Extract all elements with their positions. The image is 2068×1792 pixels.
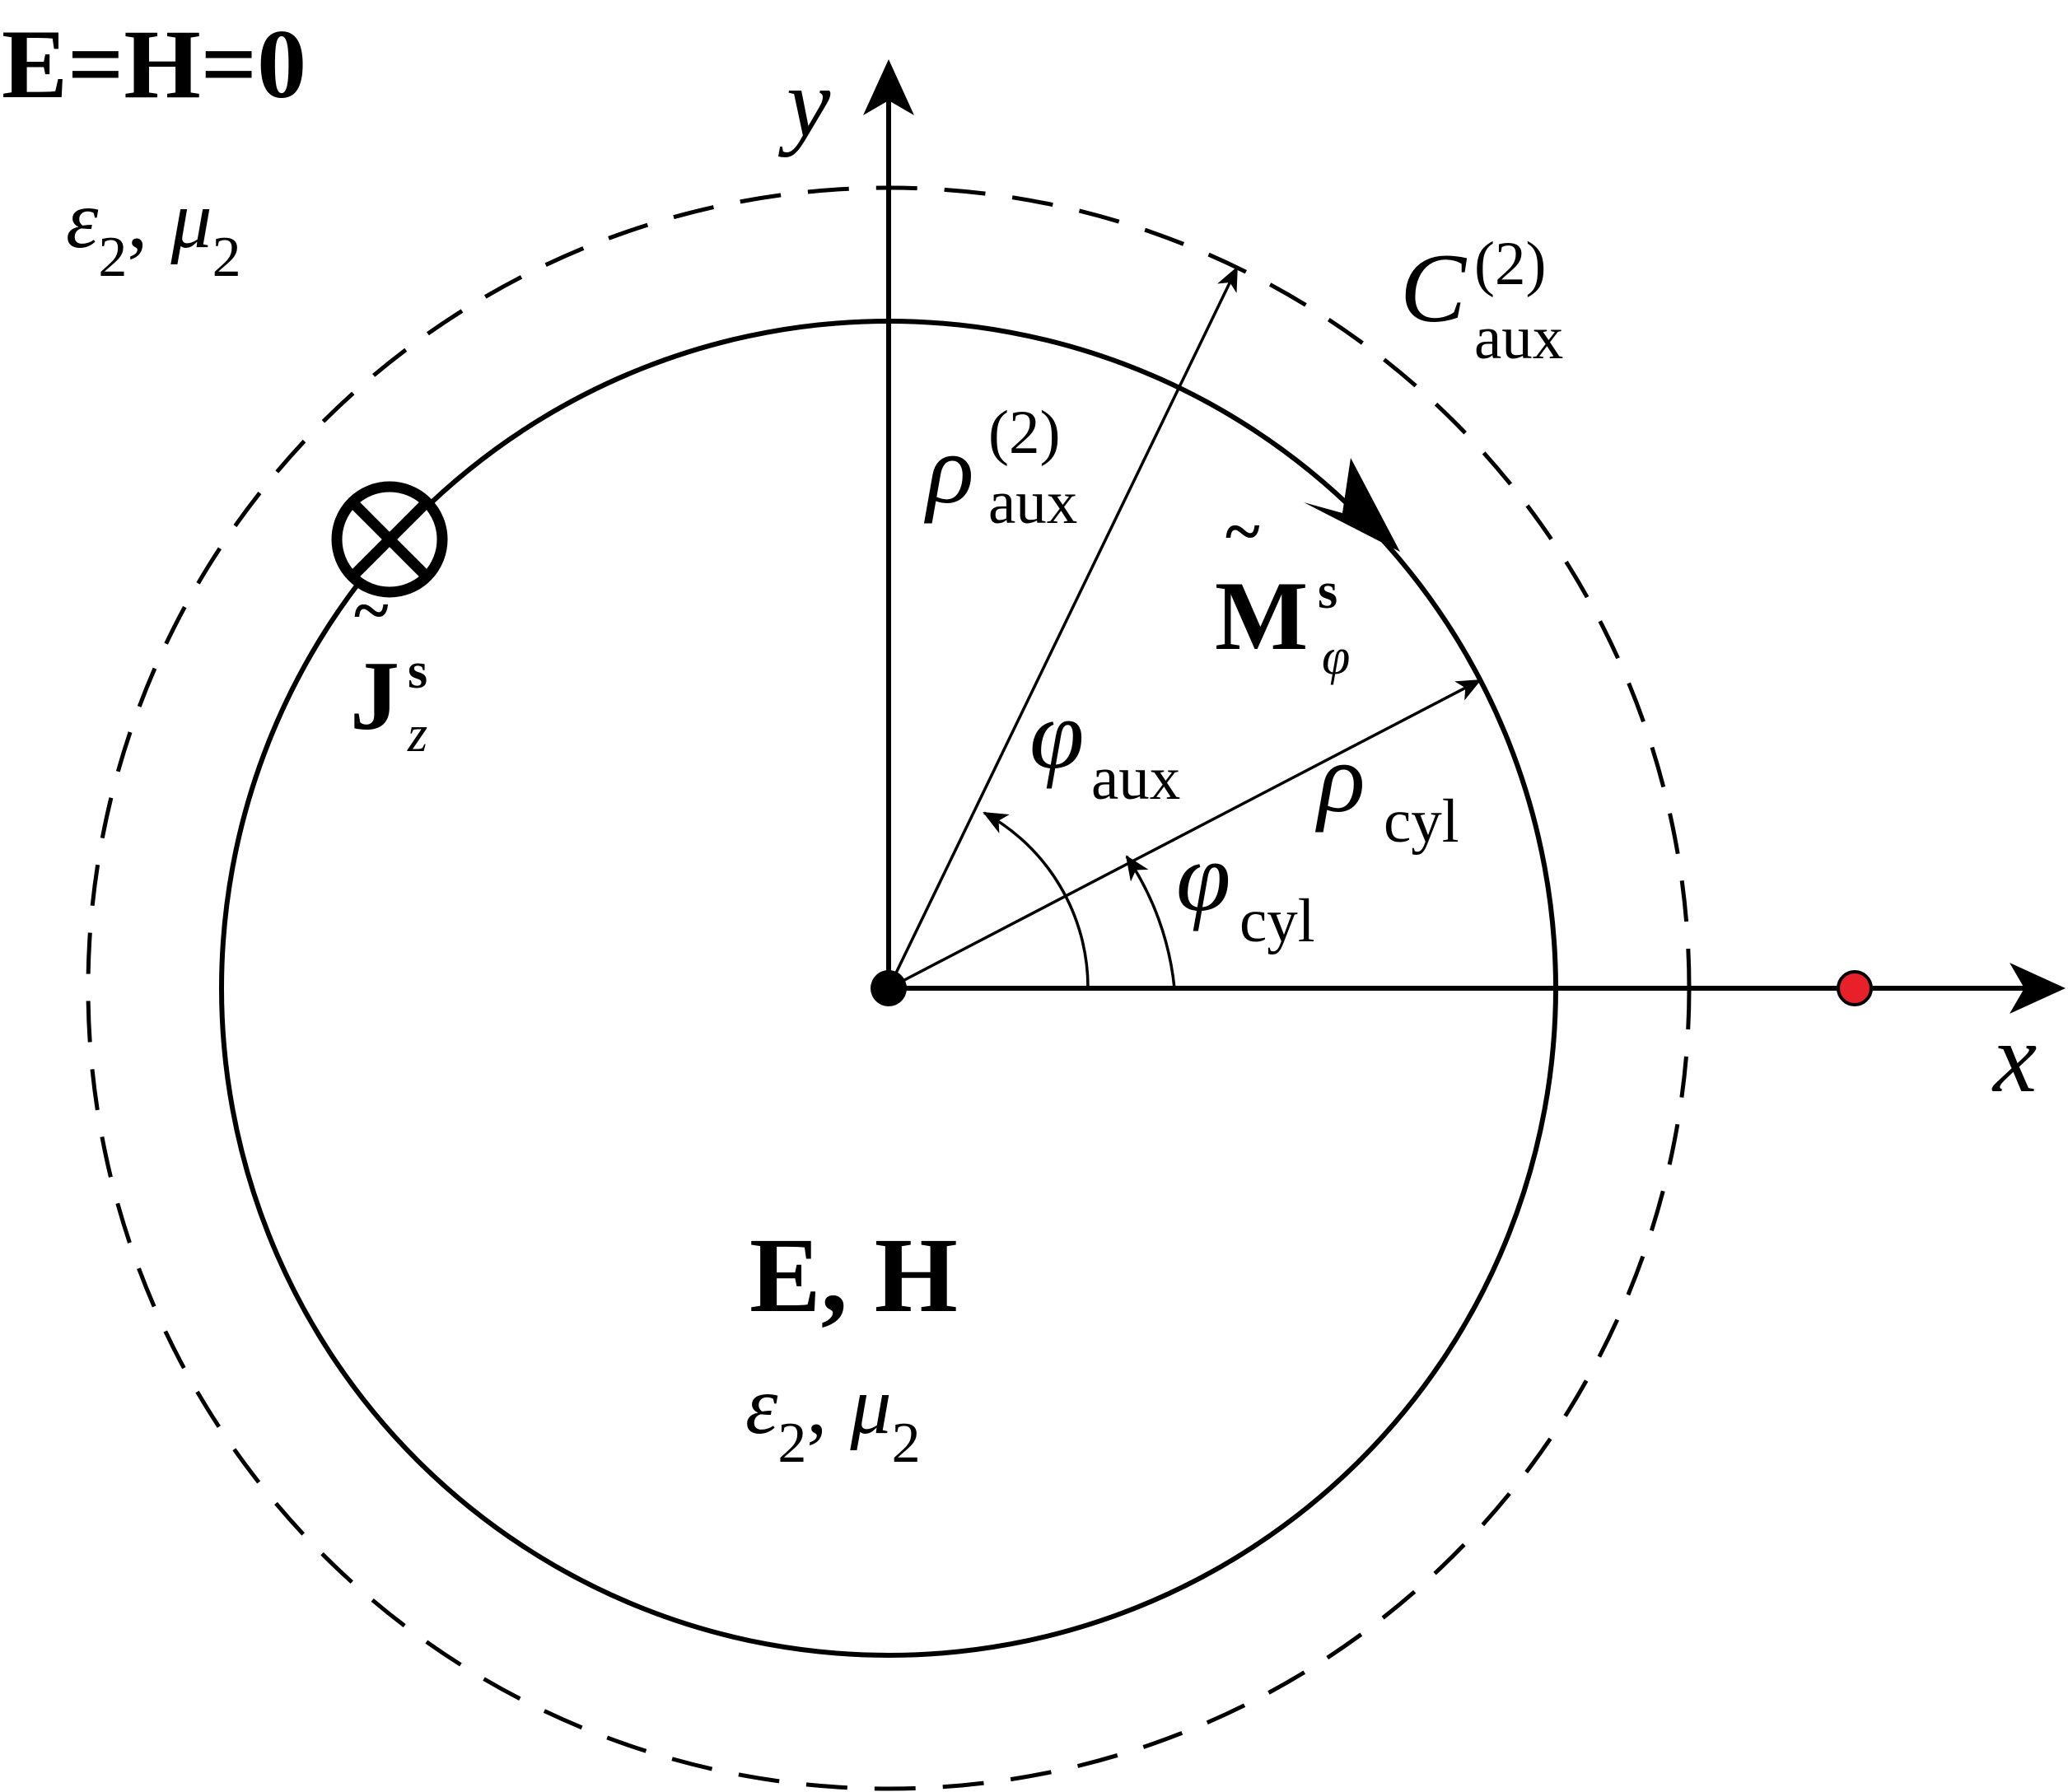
- svg-text:~: ~: [354, 575, 389, 647]
- phi-cyl-angle-arc: [1125, 855, 1176, 989]
- phi-aux-angle-arc: [983, 811, 1090, 989]
- outer-medium-label: ε2,μ2: [66, 174, 241, 289]
- y-axis-label: y: [777, 48, 831, 157]
- x-axis-label: x: [1991, 1003, 2037, 1113]
- svg-text:φ: φ: [1029, 679, 1084, 789]
- magnetic-current-label: ~ M s φ: [1215, 496, 1350, 685]
- electric-current-circle-cross-icon: [331, 481, 448, 598]
- inner-fields-label: E, H: [749, 1216, 958, 1335]
- rho-cyl-radius-line: [888, 679, 1482, 990]
- x-axis-arrowhead: [2010, 963, 2066, 1014]
- origin-black-dot-icon: [871, 970, 907, 1006]
- svg-text:aux: aux: [1091, 744, 1180, 813]
- rho-aux-label: ρ (2) aux: [923, 399, 1077, 537]
- svg-text:aux: aux: [1474, 304, 1563, 372]
- svg-text:z: z: [407, 707, 427, 763]
- electric-current-label: ~ J s z: [350, 575, 427, 763]
- auxiliary-contour-label: C (2) aux: [1400, 230, 1563, 372]
- outer-fields-label: E=H=0: [2, 9, 306, 119]
- svg-text:cyl: cyl: [1384, 787, 1459, 856]
- magnetic-current-arrow-icon: [1304, 458, 1400, 552]
- svg-text:aux: aux: [988, 469, 1077, 537]
- rho-cyl-label: ρ cyl: [1314, 723, 1459, 856]
- svg-text:ρ: ρ: [923, 414, 974, 524]
- svg-text:J: J: [350, 641, 399, 750]
- svg-text:M: M: [1215, 561, 1308, 670]
- svg-text:cyl: cyl: [1239, 887, 1315, 955]
- svg-text:s: s: [1318, 563, 1337, 619]
- svg-text:~: ~: [1225, 496, 1260, 568]
- svg-text:φ: φ: [1176, 822, 1230, 931]
- svg-text:(2): (2): [988, 399, 1060, 467]
- phi-cyl-label: φ cyl: [1176, 822, 1315, 955]
- svg-text:s: s: [408, 643, 427, 699]
- y-axis-arrowhead: [863, 59, 914, 115]
- svg-text:(2): (2): [1474, 230, 1546, 298]
- svg-text:ρ: ρ: [1314, 723, 1365, 833]
- rho-aux-radius-line: [887, 266, 1239, 989]
- svg-text:φ: φ: [1322, 629, 1350, 685]
- svg-text:C: C: [1400, 233, 1468, 343]
- phi-aux-label: φ aux: [1029, 679, 1180, 813]
- inner-medium-label: ε2,μ2: [745, 1360, 921, 1475]
- observation-point-red-dot-icon: [1837, 970, 1873, 1006]
